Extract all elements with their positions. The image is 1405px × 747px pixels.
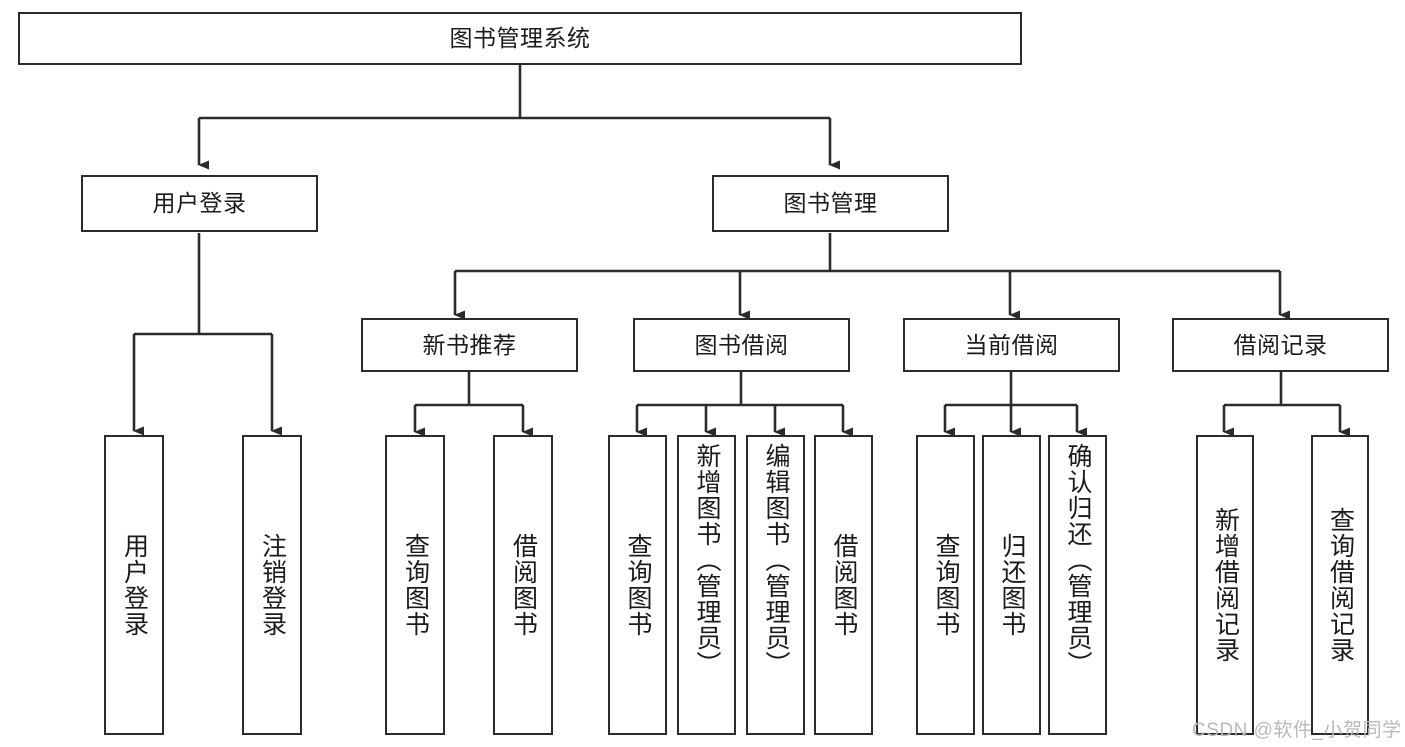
leaf-confirm-return-label: 确认归还（管理员） (1064, 443, 1092, 677)
leaf-query-book-2-label: 查询图书 (624, 533, 652, 637)
leaf-add-book[interactable]: 新增图书（管理员） (677, 435, 736, 735)
node-root[interactable]: 图书管理系统 (18, 12, 1022, 65)
leaf-user-login[interactable]: 用户登录 (104, 435, 164, 735)
leaf-add-book-label: 新增图书（管理员） (693, 443, 721, 677)
leaf-logout[interactable]: 注销登录 (242, 435, 302, 735)
leaf-query-book-1[interactable]: 查询图书 (385, 435, 445, 735)
node-borrow-record-label: 借阅记录 (1233, 331, 1328, 358)
node-book-management-label: 图书管理 (783, 190, 878, 217)
leaf-query-record-label: 查询借阅记录 (1326, 507, 1355, 663)
leaf-add-record[interactable]: 新增借阅记录 (1196, 435, 1254, 735)
node-book-borrow[interactable]: 图书借阅 (633, 318, 850, 372)
leaf-logout-label: 注销登录 (258, 533, 287, 637)
node-borrow-record[interactable]: 借阅记录 (1172, 318, 1389, 372)
node-root-label: 图书管理系统 (449, 25, 591, 52)
node-user-login[interactable]: 用户登录 (81, 175, 318, 232)
leaf-query-book-3-label: 查询图书 (932, 533, 960, 637)
node-new-book-recommend[interactable]: 新书推荐 (361, 318, 578, 372)
leaf-query-book-2[interactable]: 查询图书 (608, 435, 667, 735)
leaf-confirm-return[interactable]: 确认归还（管理员） (1048, 435, 1107, 735)
leaf-user-login-label: 用户登录 (120, 533, 149, 637)
node-user-login-label: 用户登录 (152, 190, 247, 217)
leaf-borrow-book-2-label: 借阅图书 (830, 533, 858, 637)
node-book-management[interactable]: 图书管理 (712, 175, 949, 232)
leaf-borrow-book-1-label: 借阅图书 (509, 533, 538, 637)
leaf-edit-book-label: 编辑图书（管理员） (762, 443, 790, 677)
leaf-query-book-1-label: 查询图书 (401, 533, 430, 637)
node-current-borrow[interactable]: 当前借阅 (903, 318, 1120, 372)
node-current-borrow-label: 当前借阅 (964, 331, 1059, 358)
leaf-return-book[interactable]: 归还图书 (982, 435, 1041, 735)
leaf-query-record[interactable]: 查询借阅记录 (1311, 435, 1369, 735)
leaf-add-record-label: 新增借阅记录 (1211, 507, 1240, 663)
csdn-watermark: CSDN @软件_小贺同学 (1192, 720, 1402, 741)
leaf-query-book-3[interactable]: 查询图书 (916, 435, 975, 735)
leaf-borrow-book-2[interactable]: 借阅图书 (814, 435, 873, 735)
node-new-book-recommend-label: 新书推荐 (422, 331, 517, 358)
leaf-return-book-label: 归还图书 (998, 533, 1026, 637)
leaf-borrow-book-1[interactable]: 借阅图书 (493, 435, 553, 735)
leaf-edit-book[interactable]: 编辑图书（管理员） (746, 435, 805, 735)
node-book-borrow-label: 图书借阅 (694, 331, 789, 358)
